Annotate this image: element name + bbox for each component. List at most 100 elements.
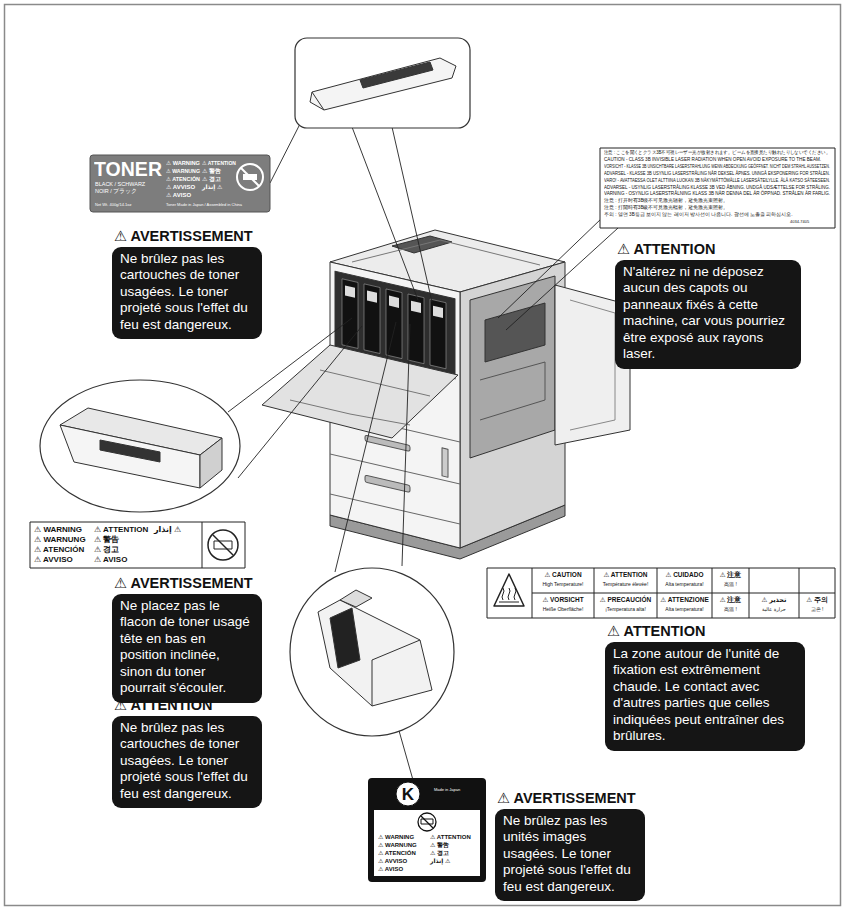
warning-callout: ⚠ AVERTISSEMENTNe placez pas le flacon d… <box>112 575 262 703</box>
label-text: 高温 ! <box>724 607 737 612</box>
cartridge-label-detail <box>360 62 433 88</box>
toner-label-plate <box>90 155 270 212</box>
label-text: TONER <box>94 158 162 179</box>
label-text: 注意 : ここを開くとクラス3B不可視レーザー光が放射されます。ビームを直接見た… <box>604 151 830 156</box>
toner-cartridge <box>364 284 380 354</box>
no-fire-symbol <box>241 168 259 186</box>
leader-line <box>270 120 302 183</box>
label-text: Alta temperatura! <box>665 607 703 612</box>
caution-callout: ⚠ ATTENTIONN'altérez ni ne déposez aucun… <box>615 241 801 369</box>
label-text: ⚠ WARNUNG <box>378 842 417 848</box>
leader-line <box>238 326 362 478</box>
label-text: NOIR / ブラック <box>95 189 137 195</box>
no-fire-symbol <box>208 530 238 560</box>
drawer-line <box>330 494 460 524</box>
label-text: VORSICHT - KLASSE 3B UNSICHTBARE LASERST… <box>604 165 830 170</box>
label-text: إنذار ⚠ <box>202 184 222 190</box>
leader-line <box>402 324 410 566</box>
leader-line <box>352 127 418 300</box>
door-detail <box>290 400 410 425</box>
no-fire-symbol <box>213 535 233 555</box>
toner-label: TONERBLACK / SCHWARZNOIR / ブラック⚠ WARNING… <box>90 155 270 212</box>
label-text: 注意 : 打開時有3B級不可見激光輻射，避免激光束照射。 <box>604 206 728 211</box>
label-text: ⚠ ATTENTION <box>202 160 236 166</box>
detail-views <box>40 38 470 736</box>
label-text: 고온 ! <box>811 607 824 612</box>
detail-frame <box>40 380 240 512</box>
toner-cartridge <box>408 294 424 364</box>
label-text: ⚠ PRECAUCIÓN <box>600 597 651 604</box>
label-text: ⚠ WARNUNG <box>166 168 200 174</box>
no-fire-symbol <box>237 164 263 190</box>
leader-line <box>506 228 618 330</box>
label-text: ⚠ 경고 <box>202 176 221 182</box>
label-text: ⚠ ATTENTION <box>94 526 148 534</box>
page-frame <box>5 5 841 906</box>
label-text: ⚠ ATTENTION <box>603 572 647 579</box>
label-text: ⚠ AVVISO <box>378 858 407 864</box>
heat-label: ⚠ CAUTIONHigh Temperature!⚠ ATTENTIONTem… <box>487 568 835 618</box>
label-text: ⚠ CAUTION <box>544 572 581 579</box>
cartridge-label <box>433 306 443 318</box>
warning-heading: ⚠ AVERTISSEMENT <box>497 790 645 806</box>
label-text: ⚠ 경고 <box>430 850 449 856</box>
warning-text: Ne brûlez pas les cartouches de toner us… <box>112 716 262 808</box>
k-label: KMade in Japan⚠ WARNING⚠ ATTENTION⚠ WARN… <box>368 778 486 882</box>
label-text: Température élevée! <box>603 582 649 587</box>
label-text: ⚠ ATTENTION <box>430 834 471 840</box>
warning-callout: ⚠ AVERTISSEMENTNe brûlez pas les cartouc… <box>112 228 262 339</box>
imaging-unit-edge <box>372 660 373 706</box>
toner-cartridge-detail <box>310 58 456 110</box>
laser-label: 注意 : ここを開くとクラス3B不可視レーザー光が放射されます。ビームを直接見た… <box>600 148 835 228</box>
label-text: K <box>402 786 414 803</box>
label-text: ⚠ AVISO <box>94 556 127 564</box>
imaging-unit <box>318 600 432 706</box>
label-text: ⚠ ATENCIÓN <box>166 176 200 182</box>
label-text: ADVARSEL - USYNLIG LASERSTRÅLING KLASSE … <box>604 186 830 191</box>
cartridge-label <box>389 296 399 308</box>
leader-line <box>335 322 396 572</box>
warning-callout: ⚠ AVERTISSEMENTNe brûlez pas les unités … <box>495 790 645 901</box>
hot-surface-symbol <box>502 588 516 600</box>
waste-bottle-label <box>100 440 160 462</box>
label-text: ⚠ 警告 <box>430 842 449 848</box>
label-text: ⚠ تحذير <box>761 597 786 604</box>
label-text: ⚠ VORSICHT <box>542 597 583 604</box>
cartridge-label <box>411 301 421 313</box>
label-text: ⚠ ATENCIÓN <box>34 546 84 554</box>
warning-heading: ⚠ AVERTISSEMENT <box>114 228 262 244</box>
cartridge-label <box>367 291 377 303</box>
toner-cartridge <box>342 279 358 349</box>
imaging-unit-handle <box>340 590 372 607</box>
heat-label-grid <box>532 593 835 594</box>
label-text: ADVARSEL - KLASSE 3B USYNLIG LASERSTRÅLI… <box>604 172 830 177</box>
stickers <box>30 148 835 882</box>
label-text: 4034-7405 <box>790 220 809 224</box>
output-tray <box>352 240 540 265</box>
label-text: 注意 : 打开时有3B级不可见激光辐射，避免激光束照射。 <box>604 199 728 204</box>
printer-side <box>460 262 565 548</box>
front-door <box>262 345 458 438</box>
label-text: ⚠ AVISO <box>166 192 191 198</box>
label-text: إنذار ⚠ <box>154 526 181 534</box>
warning-text: La zone autour de l'unité de fixation es… <box>605 642 805 751</box>
label-text: ⚠ ATENCIÓN <box>378 850 416 856</box>
door-detail <box>320 370 430 396</box>
vent-slot <box>442 448 448 477</box>
toner-cartridge <box>386 289 402 359</box>
label-text: ⚠ 경고 <box>94 546 119 554</box>
k-label-panel <box>374 810 480 876</box>
label-text: ¡Temperatura alta! <box>605 607 646 612</box>
label-text: Heiße Oberfläche! <box>543 607 584 612</box>
waste-bottle-front <box>60 425 200 488</box>
leader-lines <box>228 120 618 780</box>
toner-cartridge <box>430 299 446 369</box>
no-fire-symbol <box>418 813 436 831</box>
sticker-divider <box>202 522 203 568</box>
caution-callout: ⚠ ATTENTIONNe brûlez pas les cartouches … <box>112 697 262 808</box>
leader-line <box>498 218 602 318</box>
warning-text: Ne placez pas le flacon de toner usagé t… <box>112 594 262 703</box>
label-text: ⚠ 注意 <box>720 572 742 579</box>
label-text: VARNING - OSYNLIG LASERSTRÅLNING KLASS 3… <box>604 192 830 197</box>
